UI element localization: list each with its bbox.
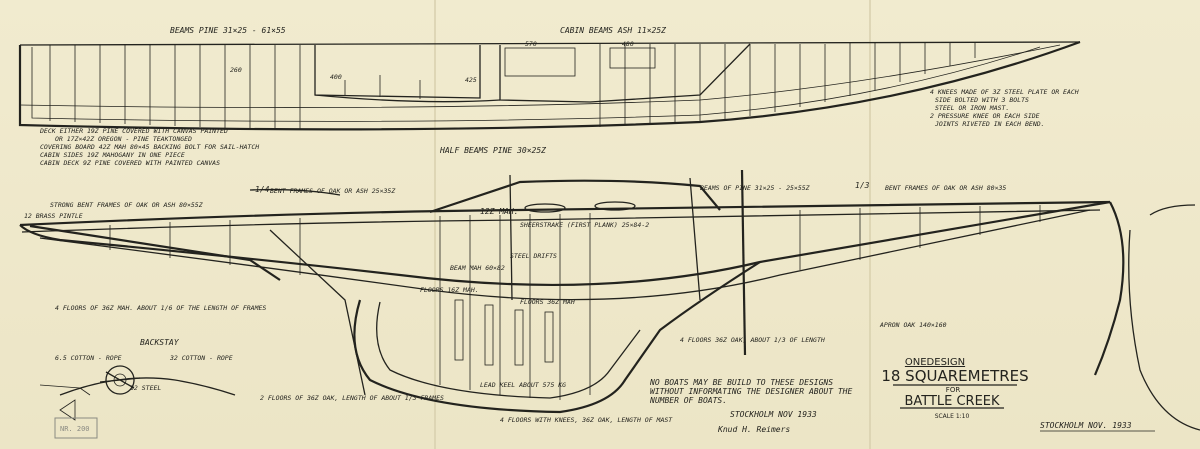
backstay-label: BACKSTAY [140,338,180,347]
stem-label: 12 BRASS PINTLE [24,212,83,220]
note-line-2: WITHOUT INFORMATING THE DESIGNER ABOUT T… [650,387,852,396]
floors-note-2: 4 FLOORS 36Z OAK, ABOUT 1/3 OF LENGTH [680,336,825,344]
cabin-trunk [429,179,721,214]
backstay-line [59,377,236,396]
section-stern-frames: STRONG BENT FRAMES OF OAK OR ASH 80×55Z [50,201,204,209]
plan-dim-260: 260 [230,66,242,74]
mast [740,169,747,356]
deck-note-2: OR 17Z×42Z OREGON - PINE TEAKTONGED [55,135,192,143]
plan-dim-425: 425 [465,76,477,84]
floors-note: 4 FLOORS OF 36Z MAH. ABOUT 1/6 OF THE LE… [55,304,266,312]
beam-mah-label: BEAM MAH 60×82 [450,264,505,272]
floors-steel-label: FLOORS 36Z MAH [520,298,575,306]
planking-line [39,209,1091,301]
plan-outline [18,40,1081,131]
deck-note-1: DECK EITHER 19Z PINE COVERED WITH CANVAS… [39,127,228,135]
title-block: ONEDESIGN 18 SQUAREMETRES FOR BATTLE CRE… [881,357,1028,420]
cockpit-coaming [314,94,501,103]
fitting-detail [59,399,76,421]
lead-keel [376,301,641,399]
cockpit-well [314,45,481,99]
cabin-top-outline [499,43,751,103]
stamp-text: NR. 200 [60,425,90,433]
deck-notes: DECK EITHER 19Z PINE COVERED WITH CANVAS… [39,127,259,167]
note-line-1: NO BOATS MAY BE BUILD TO THESE DESIGNS [649,378,833,387]
notes-block: NO BOATS MAY BE BUILD TO THESE DESIGNS W… [649,378,852,419]
deck-note-5: CABIN DECK 9Z PINE COVERED WITH PAINTED … [40,159,220,167]
apron-label: APRON OAK 140×160 [879,321,947,329]
block-sheave [105,365,135,395]
deck-note-3: COVERING BOARD 42Z MAH 80×45 BACKING BOL… [40,143,259,151]
plan-sheer-inner [31,46,1041,122]
stern-counter [29,224,281,281]
tiller [249,188,341,196]
hatch [504,47,576,77]
rigging-detail: BACKSTAY 6.5 COTTON - ROPE 32 COTTON - R… [39,338,236,421]
title-onedesign: ONEDESIGN [905,357,965,368]
rudder-stock [269,229,366,396]
title-for: FOR [946,386,961,394]
mahogany-label: 12Z MAH. [480,207,519,216]
deck-plan: BEAMS PINE 31×25 - 61×55 CABIN BEAMS ASH… [18,26,1081,155]
title-main: 18 SQUAREMETRES [881,367,1028,385]
plan-beams [49,43,976,129]
deck-note-4: CABIN SIDES 19Z MAHOGANY IN ONE PIECE [40,151,185,159]
plan-dim-480: 480 [622,40,634,48]
section-frame-aft: BENT FRAMES OF OAK OR ASH 80×35 [885,184,1006,192]
plate-note-2: SIDE BOLTED WITH 3 BOLTS [935,96,1029,104]
sheer-line [19,200,1111,227]
fin-keel [353,261,761,414]
plate-note-3: STEEL OR IRON MAST. [935,104,1009,112]
section-frame-fwd: BENT FRAMES OF OAK OR ASH 25×35Z [270,187,396,195]
plate-notes: 4 KNEES MADE OF 3Z STEEL PLATE OR EACH S… [930,88,1079,128]
stem-post [1093,201,1125,376]
section-beams-label: BEAMS OF PINE 31×25 - 25×55Z [700,184,811,192]
floors-mah-label: FLOORS 16Z MAH. [420,286,479,294]
plan-centerline [19,41,1081,46]
footer-place-date: STOCKHOLM NOV. 1933 [1040,421,1132,430]
note-place-date: STOCKHOLM NOV 1933 [730,410,817,419]
archive-stamp: NR. 200 [54,417,98,439]
sheer-strake-label: SHEERSTRAKE (FIRST PLANK) 25×84-2 [520,221,649,229]
rope-lead-left [39,384,91,396]
title-scale: SCALE 1:10 [935,413,970,420]
lead-keel-label: LEAD KEEL ABOUT 575 KG [480,381,566,389]
plan-half-beams-label: HALF BEAMS PINE 30×25Z [439,146,546,155]
drifts-label: STEEL DRIFTS [510,252,557,260]
midship-section-top [1149,204,1196,216]
note-line-3: NUMBER OF BOATS. [649,396,727,405]
title-place: BATTLE CREEK [904,394,1000,409]
floors-note-3: 4 FLOORS WITH KNEES, 36Z OAK, LENGTH OF … [500,416,673,424]
plate-note-5: JOINTS RIVETED IN EACH BEND. [934,120,1045,128]
plan-dim-570: 570 [525,40,537,48]
profile-section: BEAMS OF PINE 31×25 - 25×55Z BENT FRAMES… [19,169,1200,431]
floors-note-4: 2 FLOORS OF 36Z OAK, LENGTH OF ABOUT 1/3… [260,394,444,402]
fraction-mid: 1/3 [855,181,870,190]
plan-beams-label: BEAMS PINE 31×25 - 61×55 [170,26,286,35]
stamp-frame [54,417,98,439]
plan-dim-400: 400 [330,73,342,81]
deck-line [21,209,1101,233]
rope-left-label: 6.5 COTTON - ROPE [55,354,122,362]
plan-carlins [344,75,421,99]
block-strap [99,371,141,389]
portlight-aft [594,201,636,211]
bulkheads [509,174,701,301]
floor-timbers [454,299,554,366]
plate-note-4: 2 PRESSURE KNEE OR EACH SIDE [930,112,1040,120]
designer-signature: Knud H. Reimers [717,425,790,434]
plate-note-1: 4 KNEES MADE OF 3Z STEEL PLATE OR EACH [930,88,1079,96]
fraction-left: 1/4 [255,185,270,194]
mast-partner [609,47,656,69]
plan-cabin-beams-label: CABIN BEAMS ASH 11×25Z [560,26,666,35]
midship-section-hull [1128,229,1200,431]
rope-right-label: 32 COTTON - ROPE [169,354,233,362]
portlight-fwd [524,203,566,213]
steel-label: 32 STEEL [129,384,161,392]
hull-bottom [19,200,1111,287]
frames [109,205,1041,400]
